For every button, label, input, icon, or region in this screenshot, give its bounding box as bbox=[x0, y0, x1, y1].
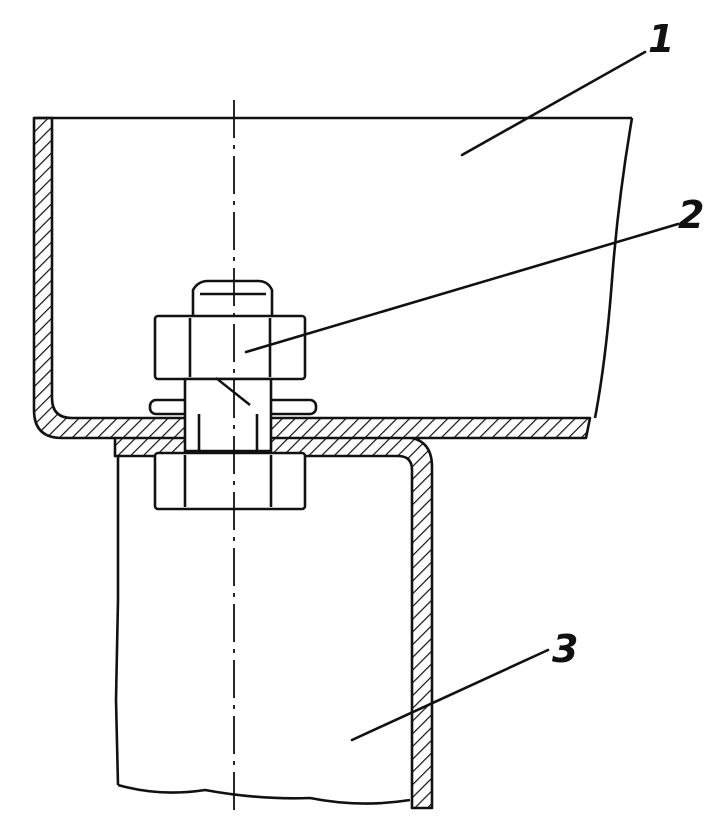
bolt-nut-assembly bbox=[148, 279, 318, 511]
leader-line-2 bbox=[244, 222, 680, 354]
leader-line-3 bbox=[350, 648, 550, 742]
part-1-hatched-shell bbox=[32, 116, 592, 440]
callout-label-3: 3 bbox=[552, 627, 578, 671]
bolt-tip bbox=[191, 279, 274, 320]
upper-nut bbox=[153, 314, 307, 381]
leader-line-1 bbox=[460, 50, 647, 157]
callout-label-1: 1 bbox=[648, 17, 674, 61]
callout-label-2: 2 bbox=[678, 193, 704, 237]
bolt-head bbox=[153, 451, 307, 511]
part-3-column bbox=[114, 447, 411, 805]
leader-lines bbox=[244, 50, 680, 742]
part-3-hatched-plate bbox=[113, 435, 434, 810]
nut-mark bbox=[215, 377, 251, 406]
part-1-outline bbox=[34, 116, 634, 419]
